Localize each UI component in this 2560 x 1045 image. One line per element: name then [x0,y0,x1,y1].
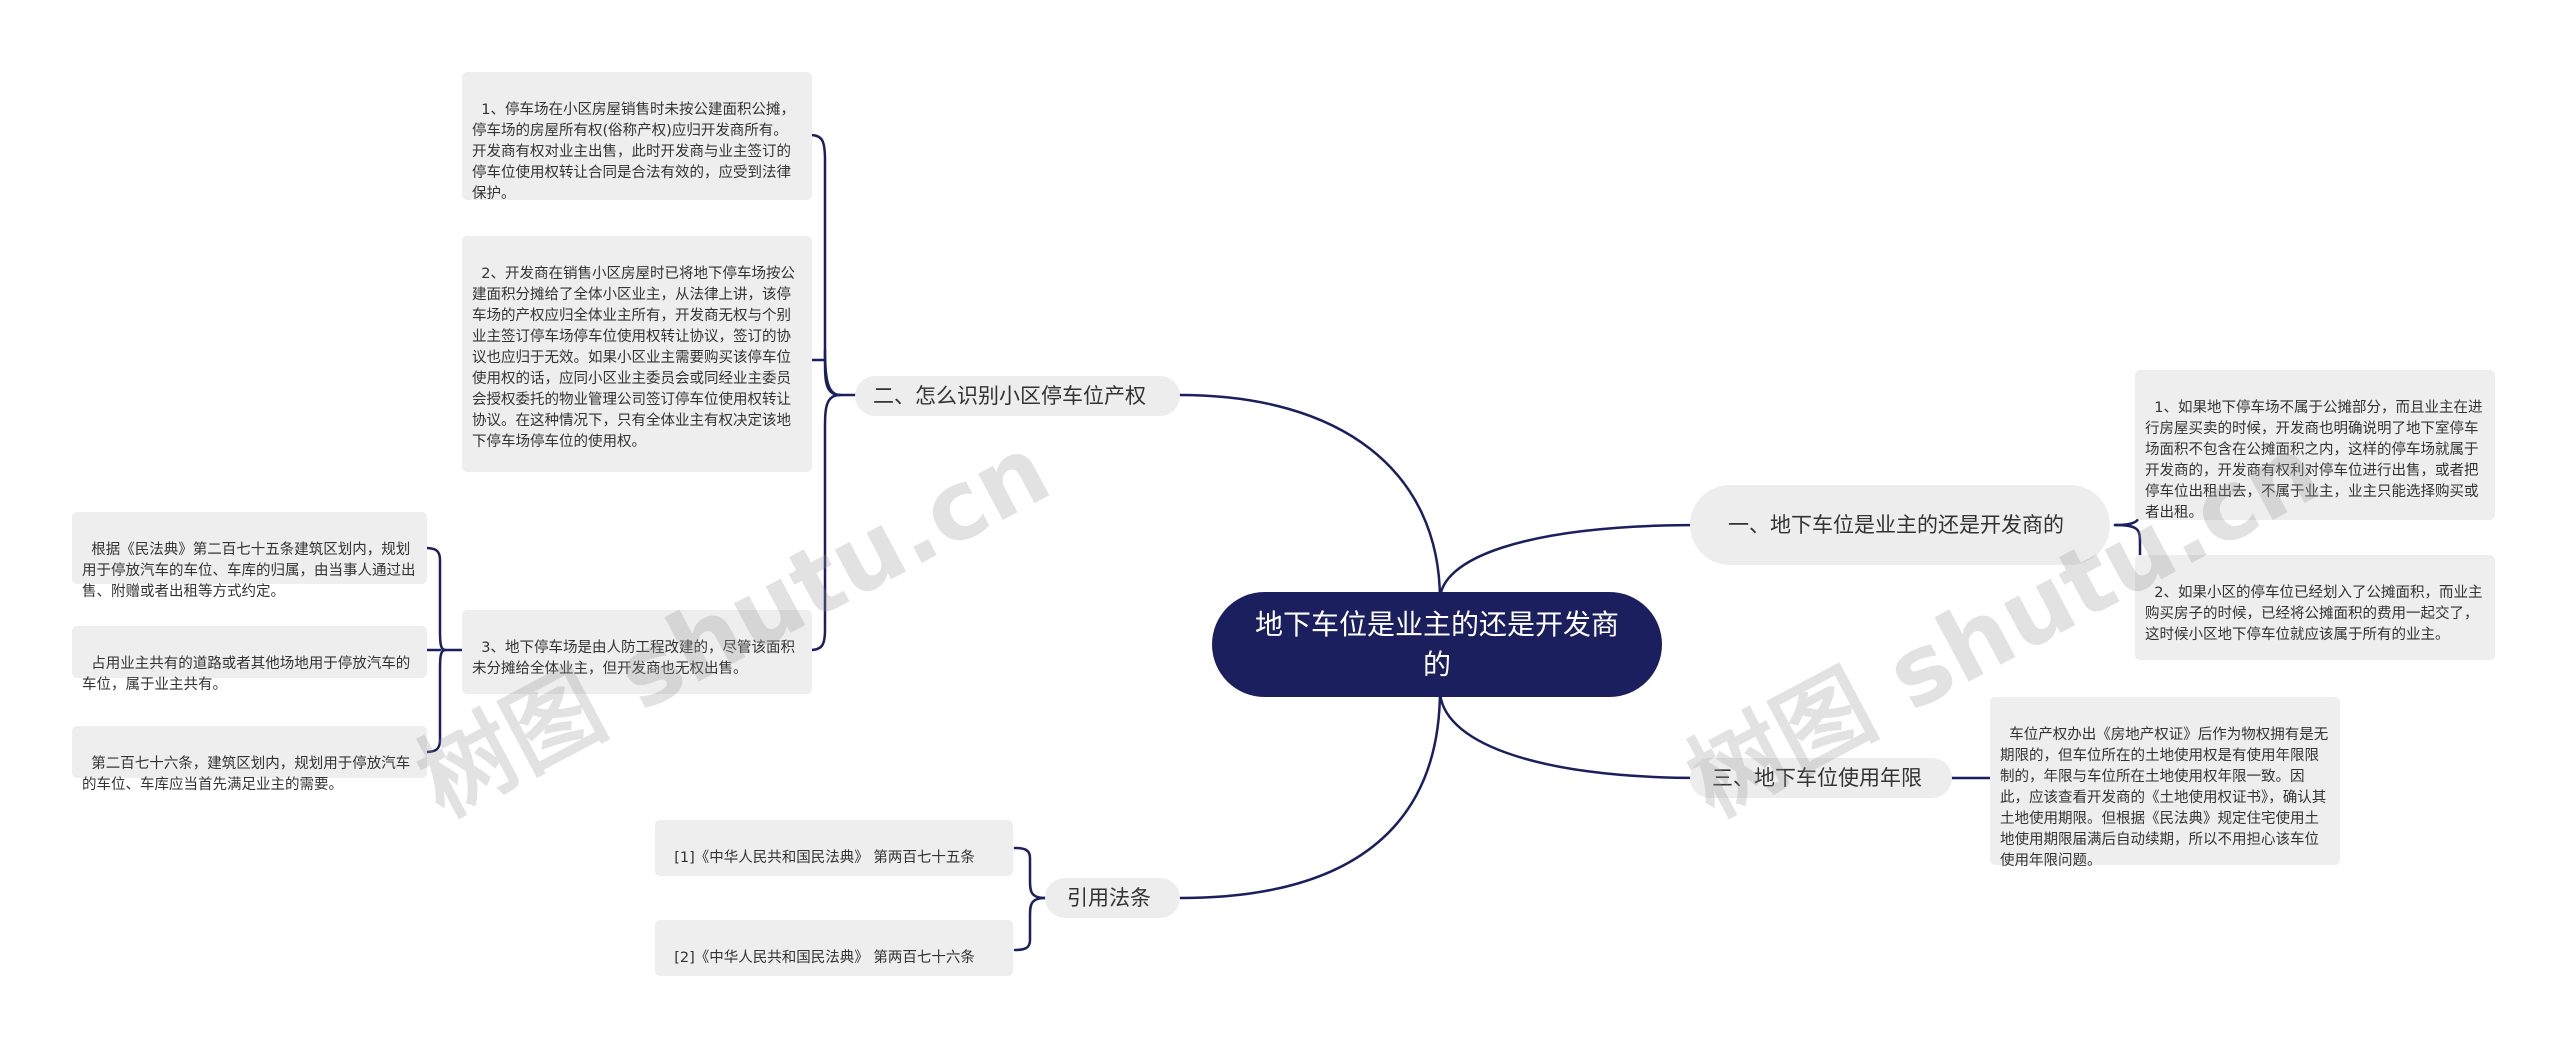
leaf-text: 1、停车场在小区房屋销售时未按公建面积公摊，停车场的房屋所有权(俗称产权)应归开… [472,102,795,202]
root-node[interactable]: 地下车位是业主的还是开发商的 [1212,592,1662,697]
leaf-b4-item-1[interactable]: [1]《中华人民共和国民法典》 第两百七十五条 [655,820,1013,876]
leaf-b1-item-2[interactable]: 2、如果小区的停车位已经划入了公摊面积，而业主购买房子的时候，已经将公摊面积的费… [2135,555,2495,660]
branch-owner-or-developer[interactable]: 一、地下车位是业主的还是开发商的 [1690,485,2110,565]
leaf-b2-item-3[interactable]: 3、地下停车场是由人防工程改建的，尽管该面积未分摊给全体业主，但开发商也无权出售… [462,610,812,694]
leaf-text: 2、开发商在销售小区房屋时已将地下停车场按公建面积分摊给了全体小区业主，从法律上… [472,266,795,450]
leaf-b3-item-1[interactable]: 车位产权办出《房地产权证》后作为物权拥有是无期限的，但车位所在的土地使用权是有使… [1990,697,2340,869]
leaf-text: 第二百七十六条，建筑区划内，规划用于停放汽车的车位、车库应当首先满足业主的需要。 [82,756,411,793]
leaf-text: 占用业主共有的道路或者其他场地用于停放汽车的车位，属于业主共有。 [82,656,411,693]
branch-cited-laws[interactable]: 引用法条 [1045,878,1180,918]
leaf-b2-sub-1[interactable]: 根据《民法典》第二百七十五条建筑区划内，规划用于停放汽车的车位、车库的归属，由当… [72,512,427,600]
branch-label: 二、怎么识别小区停车位产权 [873,384,1146,408]
leaf-b2-item-1[interactable]: 1、停车场在小区房屋销售时未按公建面积公摊，停车场的房屋所有权(俗称产权)应归开… [462,72,812,202]
leaf-text: 3、地下停车场是由人防工程改建的，尽管该面积未分摊给全体业主，但开发商也无权出售… [472,640,795,677]
leaf-b1-item-1[interactable]: 1、如果地下停车场不属于公摊部分，而且业主在进行房屋买卖的时候，开发商也明确说明… [2135,370,2495,521]
leaf-b2-sub-2[interactable]: 占用业主共有的道路或者其他场地用于停放汽车的车位，属于业主共有。 [72,626,427,693]
leaf-b2-sub-3[interactable]: 第二百七十六条，建筑区划内，规划用于停放汽车的车位、车库应当首先满足业主的需要。 [72,726,427,793]
branch-label: 三、地下车位使用年限 [1712,766,1922,790]
leaf-text: [2]《中华人民共和国民法典》 第两百七十六条 [674,950,975,966]
branch-label: 一、地下车位是业主的还是开发商的 [1728,513,2064,537]
leaf-text: 根据《民法典》第二百七十五条建筑区划内，规划用于停放汽车的车位、车库的归属，由当… [82,542,416,600]
leaf-text: 1、如果地下停车场不属于公摊部分，而且业主在进行房屋买卖的时候，开发商也明确说明… [2145,400,2483,521]
leaf-text: [1]《中华人民共和国民法典》 第两百七十五条 [674,850,975,866]
leaf-text: 车位产权办出《房地产权证》后作为物权拥有是无期限的，但车位所在的土地使用权是有使… [2000,727,2329,869]
branch-parking-use-term[interactable]: 三、地下车位使用年限 [1690,758,1952,798]
leaf-b2-item-2[interactable]: 2、开发商在销售小区房屋时已将地下停车场按公建面积分摊给了全体小区业主，从法律上… [462,236,812,472]
branch-label: 引用法条 [1067,886,1151,910]
leaf-b4-item-2[interactable]: [2]《中华人民共和国民法典》 第两百七十六条 [655,920,1013,976]
root-label: 地下车位是业主的还是开发商的 [1254,607,1619,681]
branch-identify-parking-property[interactable]: 二、怎么识别小区停车位产权 [855,376,1180,416]
leaf-text: 2、如果小区的停车位已经划入了公摊面积，而业主购买房子的时候，已经将公摊面积的费… [2145,585,2483,643]
